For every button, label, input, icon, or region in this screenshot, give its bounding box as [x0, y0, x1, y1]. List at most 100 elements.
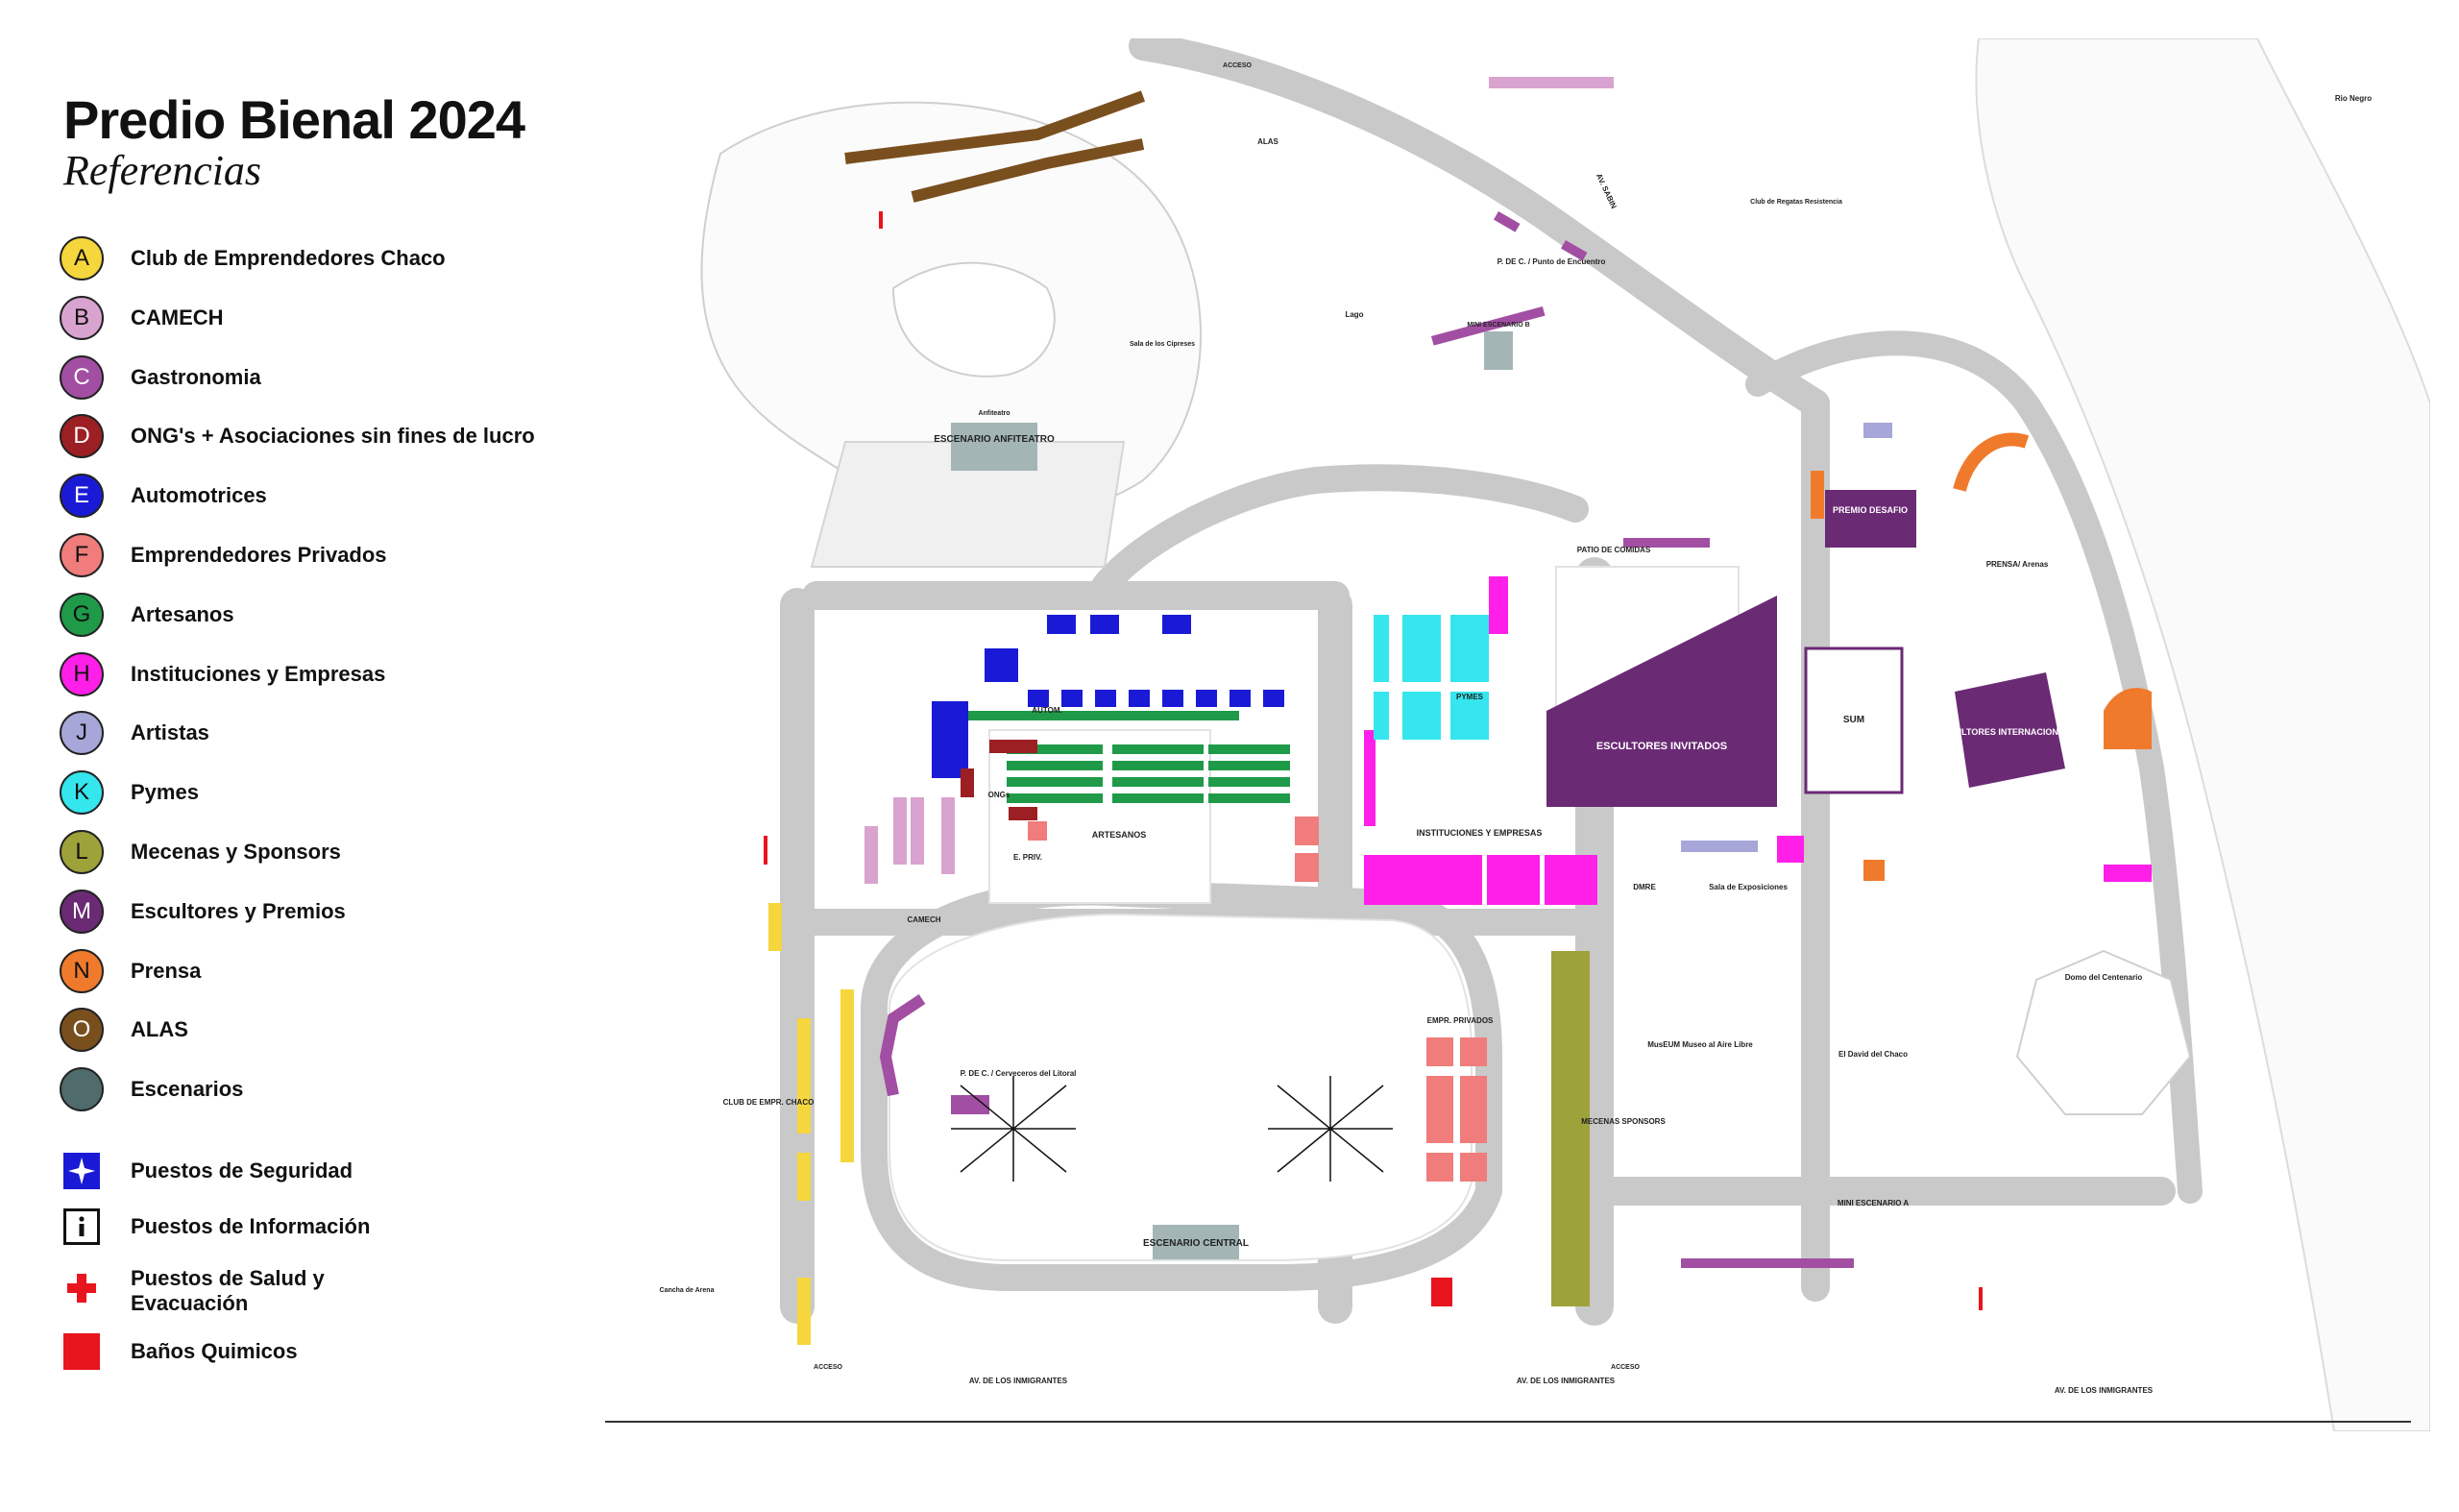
legend-label: Artesanos [131, 601, 234, 626]
label-patio-comidas: PATIO DE COMIDAS [1577, 546, 1651, 554]
zone-label-empr-privados: EMPR. PRIVADOS [1427, 1016, 1494, 1025]
label-dimre: DMRE [1633, 883, 1656, 891]
page-title: Predio Bienal 2024 [63, 89, 525, 150]
label-domo: Domo del Centenario [2065, 973, 2143, 982]
zone-label-prensa: PRENSA/ Arenas [1986, 560, 2049, 569]
zone-camech[interactable] [864, 77, 1614, 884]
legend-label: ONG's + Asociaciones sin fines de lucro [131, 424, 535, 449]
symbol-label: Baños Quimicos [131, 1339, 298, 1363]
stage-mini-b[interactable]: MINI ESCENARIO B [1467, 322, 1530, 370]
label-club-regatas: Club de Regatas Resistencia [1750, 199, 1842, 206]
zone-club-empr[interactable] [768, 903, 854, 1345]
legend-label: Automotrices [131, 483, 267, 508]
zone-alas[interactable] [844, 90, 1146, 203]
legend-label: Prensa [131, 958, 202, 983]
zone-label-escultores-invitados: ESCULTORES INVITADOS [1596, 741, 1727, 752]
zone-label-alas: ALAS [1257, 137, 1278, 146]
legend-badge: D [60, 414, 104, 459]
zone-empr-privados[interactable] [1028, 817, 1487, 1182]
street-label-bottom-3: AV. DE LOS INMIGRANTES [2055, 1386, 2154, 1395]
zone-escultores-invitados[interactable]: ESCULTORES INVITADOS [1546, 596, 1777, 807]
label-sala-cipreses: Sala de los Cipreses [1130, 341, 1195, 348]
legend-badge: O [60, 1008, 104, 1053]
stage-mini-a[interactable]: MINI ESCENARIO A [1838, 1199, 1910, 1207]
venue-map[interactable]: ESCULTORES INVITADOS ESCULTORES INTERNAC… [605, 38, 2430, 1431]
stage-central[interactable]: ESCENARIO CENTRAL [1143, 1225, 1249, 1259]
zone-ongs[interactable] [961, 740, 1037, 820]
zone-label-instituciones: INSTITUCIONES Y EMPRESAS [1417, 828, 1543, 838]
legend-item-d: D ONG's + Asociaciones sin fines de lucro [60, 414, 597, 464]
legend-badge: L [60, 830, 104, 874]
domo-centenario [2015, 949, 2192, 1115]
zone-premio-desafio[interactable]: PREMIO DESAFIO [1825, 490, 1916, 548]
symbol-item-2: Puestos de Salud y Evacuación [60, 1266, 597, 1316]
zone-label-autom: AUTOM. [1032, 706, 1061, 715]
legend-badge: H [60, 651, 104, 696]
zone-mecenas[interactable] [1551, 951, 1590, 1306]
label-pdec-encuentro: P. DE C. / Punto de Encuentro [1497, 257, 1606, 266]
symbol-item-3: Baños Quimicos [60, 1329, 597, 1379]
label-david: El David del Chaco [1838, 1050, 1908, 1059]
info-icon [63, 1208, 100, 1245]
zone-label-premio-desafio: PREMIO DESAFIO [1833, 505, 1908, 515]
security-star-icon [63, 1153, 100, 1189]
legend-badge: G [60, 592, 104, 637]
label-pdec-cerveceros: P. DE C. / Cerveceros del Litoral [961, 1069, 1077, 1078]
label-rio-negro: Rio Negro [2335, 94, 2372, 103]
legend-badge [60, 1067, 104, 1112]
zone-label-club-empr: CLUB DE EMPR. CHACO [723, 1098, 815, 1107]
zone-label-mecenas: MECENAS SPONSORS [1581, 1117, 1666, 1126]
symbol-item-0: Puestos de Seguridad [60, 1149, 597, 1199]
zone-label-e-priv: E. PRIV. [1013, 853, 1042, 862]
access-label-south-west: ACCESO [814, 1364, 843, 1371]
zone-sum[interactable]: SUM [1804, 646, 1904, 794]
stage-label-mini-a: MINI ESCENARIO A [1838, 1199, 1910, 1207]
street-label-bottom-2: AV. DE LOS INMIGRANTES [1517, 1377, 1616, 1385]
access-label-north: ACCESO [1223, 62, 1253, 69]
legend-badge: A [60, 236, 104, 280]
zone-label-artesanos: ARTESANOS [1092, 830, 1147, 840]
legend-label: CAMECH [131, 305, 224, 329]
zone-automotrices[interactable] [932, 615, 1284, 778]
red-cross-icon [63, 1270, 100, 1306]
symbol-label: Puestos de Información [131, 1214, 371, 1238]
zone-gastronomia[interactable] [879, 211, 1854, 1268]
street-label-bottom-1: AV. DE LOS INMIGRANTES [969, 1377, 1068, 1385]
zone-label-pymes: PYMES [1456, 693, 1484, 701]
legend-badge: J [60, 711, 104, 756]
legend-label: Instituciones y Empresas [131, 661, 386, 686]
legend-item-n: N Prensa [60, 948, 597, 999]
access-label-south: ACCESO [1611, 1364, 1641, 1371]
label-museum: MusEUM Museo al Aire Libre [1647, 1040, 1753, 1049]
zone-instituciones[interactable] [1364, 576, 2152, 905]
zone-artesanos[interactable] [961, 711, 1290, 803]
label-lago: Lago [1345, 310, 1363, 319]
legend-label: Club de Emprendedores Chaco [131, 246, 446, 270]
map-canvas[interactable]: ESCULTORES INVITADOS ESCULTORES INTERNAC… [605, 38, 2430, 1431]
legend-label: Emprendedores Privados [131, 543, 387, 567]
legend-badge: N [60, 948, 104, 993]
zone-artistas[interactable] [1681, 423, 1892, 852]
sum-label: SUM [1843, 715, 1864, 725]
zone-escultores-internacionales[interactable]: ESCULTORES INTERNACIONALES [1937, 672, 2082, 788]
legend-item-g: G Artesanos [60, 592, 597, 643]
legend-badge: M [60, 889, 104, 934]
stage-label-mini-b: MINI ESCENARIO B [1467, 322, 1529, 329]
zone-pymes[interactable] [1374, 615, 1489, 740]
legend-badge: C [60, 354, 104, 400]
stage-anfiteatro[interactable]: ESCENARIO ANFITEATRO [934, 423, 1055, 471]
tent-structures [951, 1076, 1393, 1182]
legend-label: Pymes [131, 780, 199, 805]
zone-prensa[interactable] [1811, 432, 2152, 881]
legend-item-f: F Emprendedores Privados [60, 533, 597, 583]
legend-badge: F [60, 533, 104, 577]
label-sala-expo: Sala de Exposiciones [1709, 883, 1788, 891]
label-anfiteatro: Anfiteatro [978, 410, 1010, 417]
